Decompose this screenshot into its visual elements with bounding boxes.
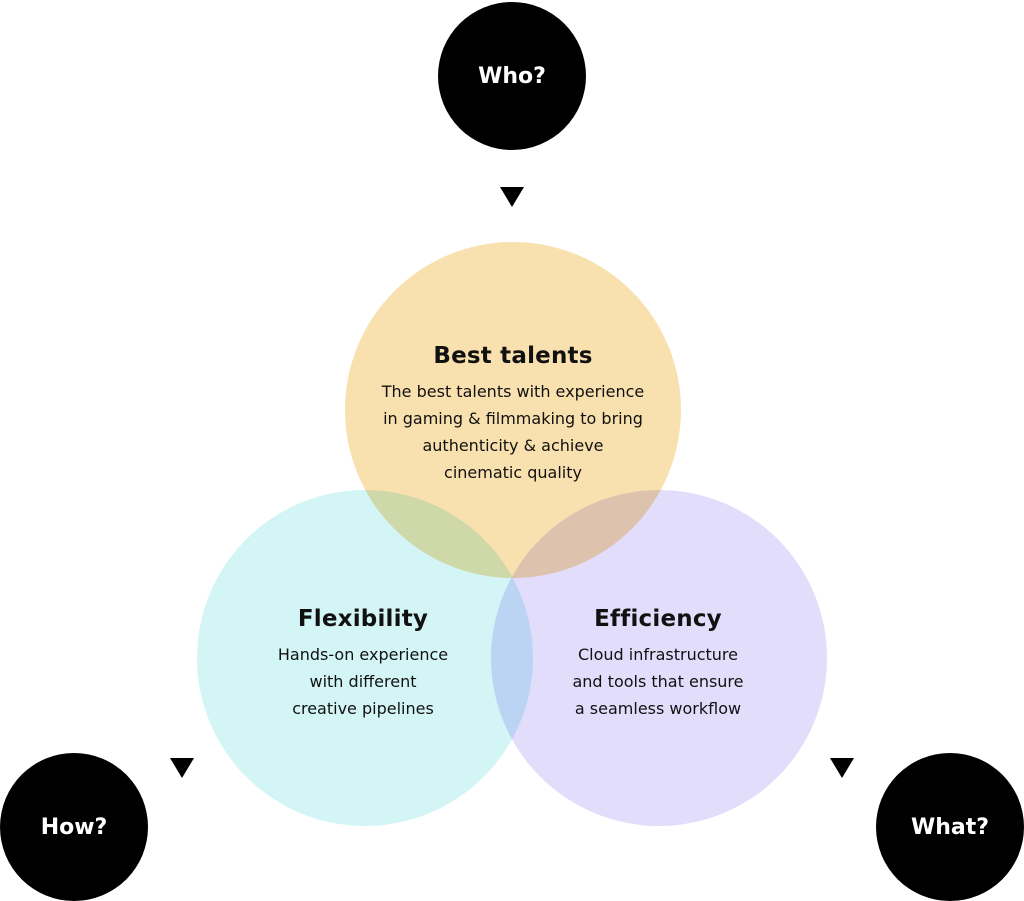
- best-talents-block: Best talents The best talents with exper…: [353, 345, 673, 486]
- flexibility-line: creative pipelines: [292, 699, 434, 718]
- what-bubble: What?: [876, 753, 1024, 901]
- how-bubble: How?: [0, 753, 148, 901]
- best-talents-line: cinematic quality: [444, 463, 582, 482]
- efficiency-line: a seamless workflow: [574, 699, 742, 718]
- arrow-down-icon: [830, 758, 854, 778]
- efficiency-line: and tools that ensure: [572, 672, 744, 691]
- who-bubble: Who?: [438, 2, 586, 150]
- efficiency-title: Efficiency: [594, 606, 722, 632]
- best-talents-line: authenticity & achieve: [422, 436, 604, 455]
- flexibility-line: with different: [309, 672, 417, 691]
- best-talents-line: The best talents with experience: [381, 382, 645, 401]
- efficiency-block: Efficiency Cloud infrastructure and tool…: [538, 608, 778, 722]
- efficiency-line: Cloud infrastructure: [578, 645, 738, 664]
- flexibility-title: Flexibility: [297, 606, 429, 632]
- flexibility-block: Flexibility Hands-on experience with dif…: [243, 608, 483, 722]
- flexibility-line: Hands-on experience: [277, 645, 449, 664]
- best-talents-line: in gaming & filmmaking to bring: [383, 409, 643, 428]
- circle-flexibility: [197, 490, 533, 826]
- arrow-down-icon: [170, 758, 194, 778]
- circle-best-talents: [345, 242, 681, 578]
- best-talents-title: Best talents: [433, 343, 593, 369]
- arrow-down-icon: [500, 187, 524, 207]
- circle-efficiency: [491, 490, 827, 826]
